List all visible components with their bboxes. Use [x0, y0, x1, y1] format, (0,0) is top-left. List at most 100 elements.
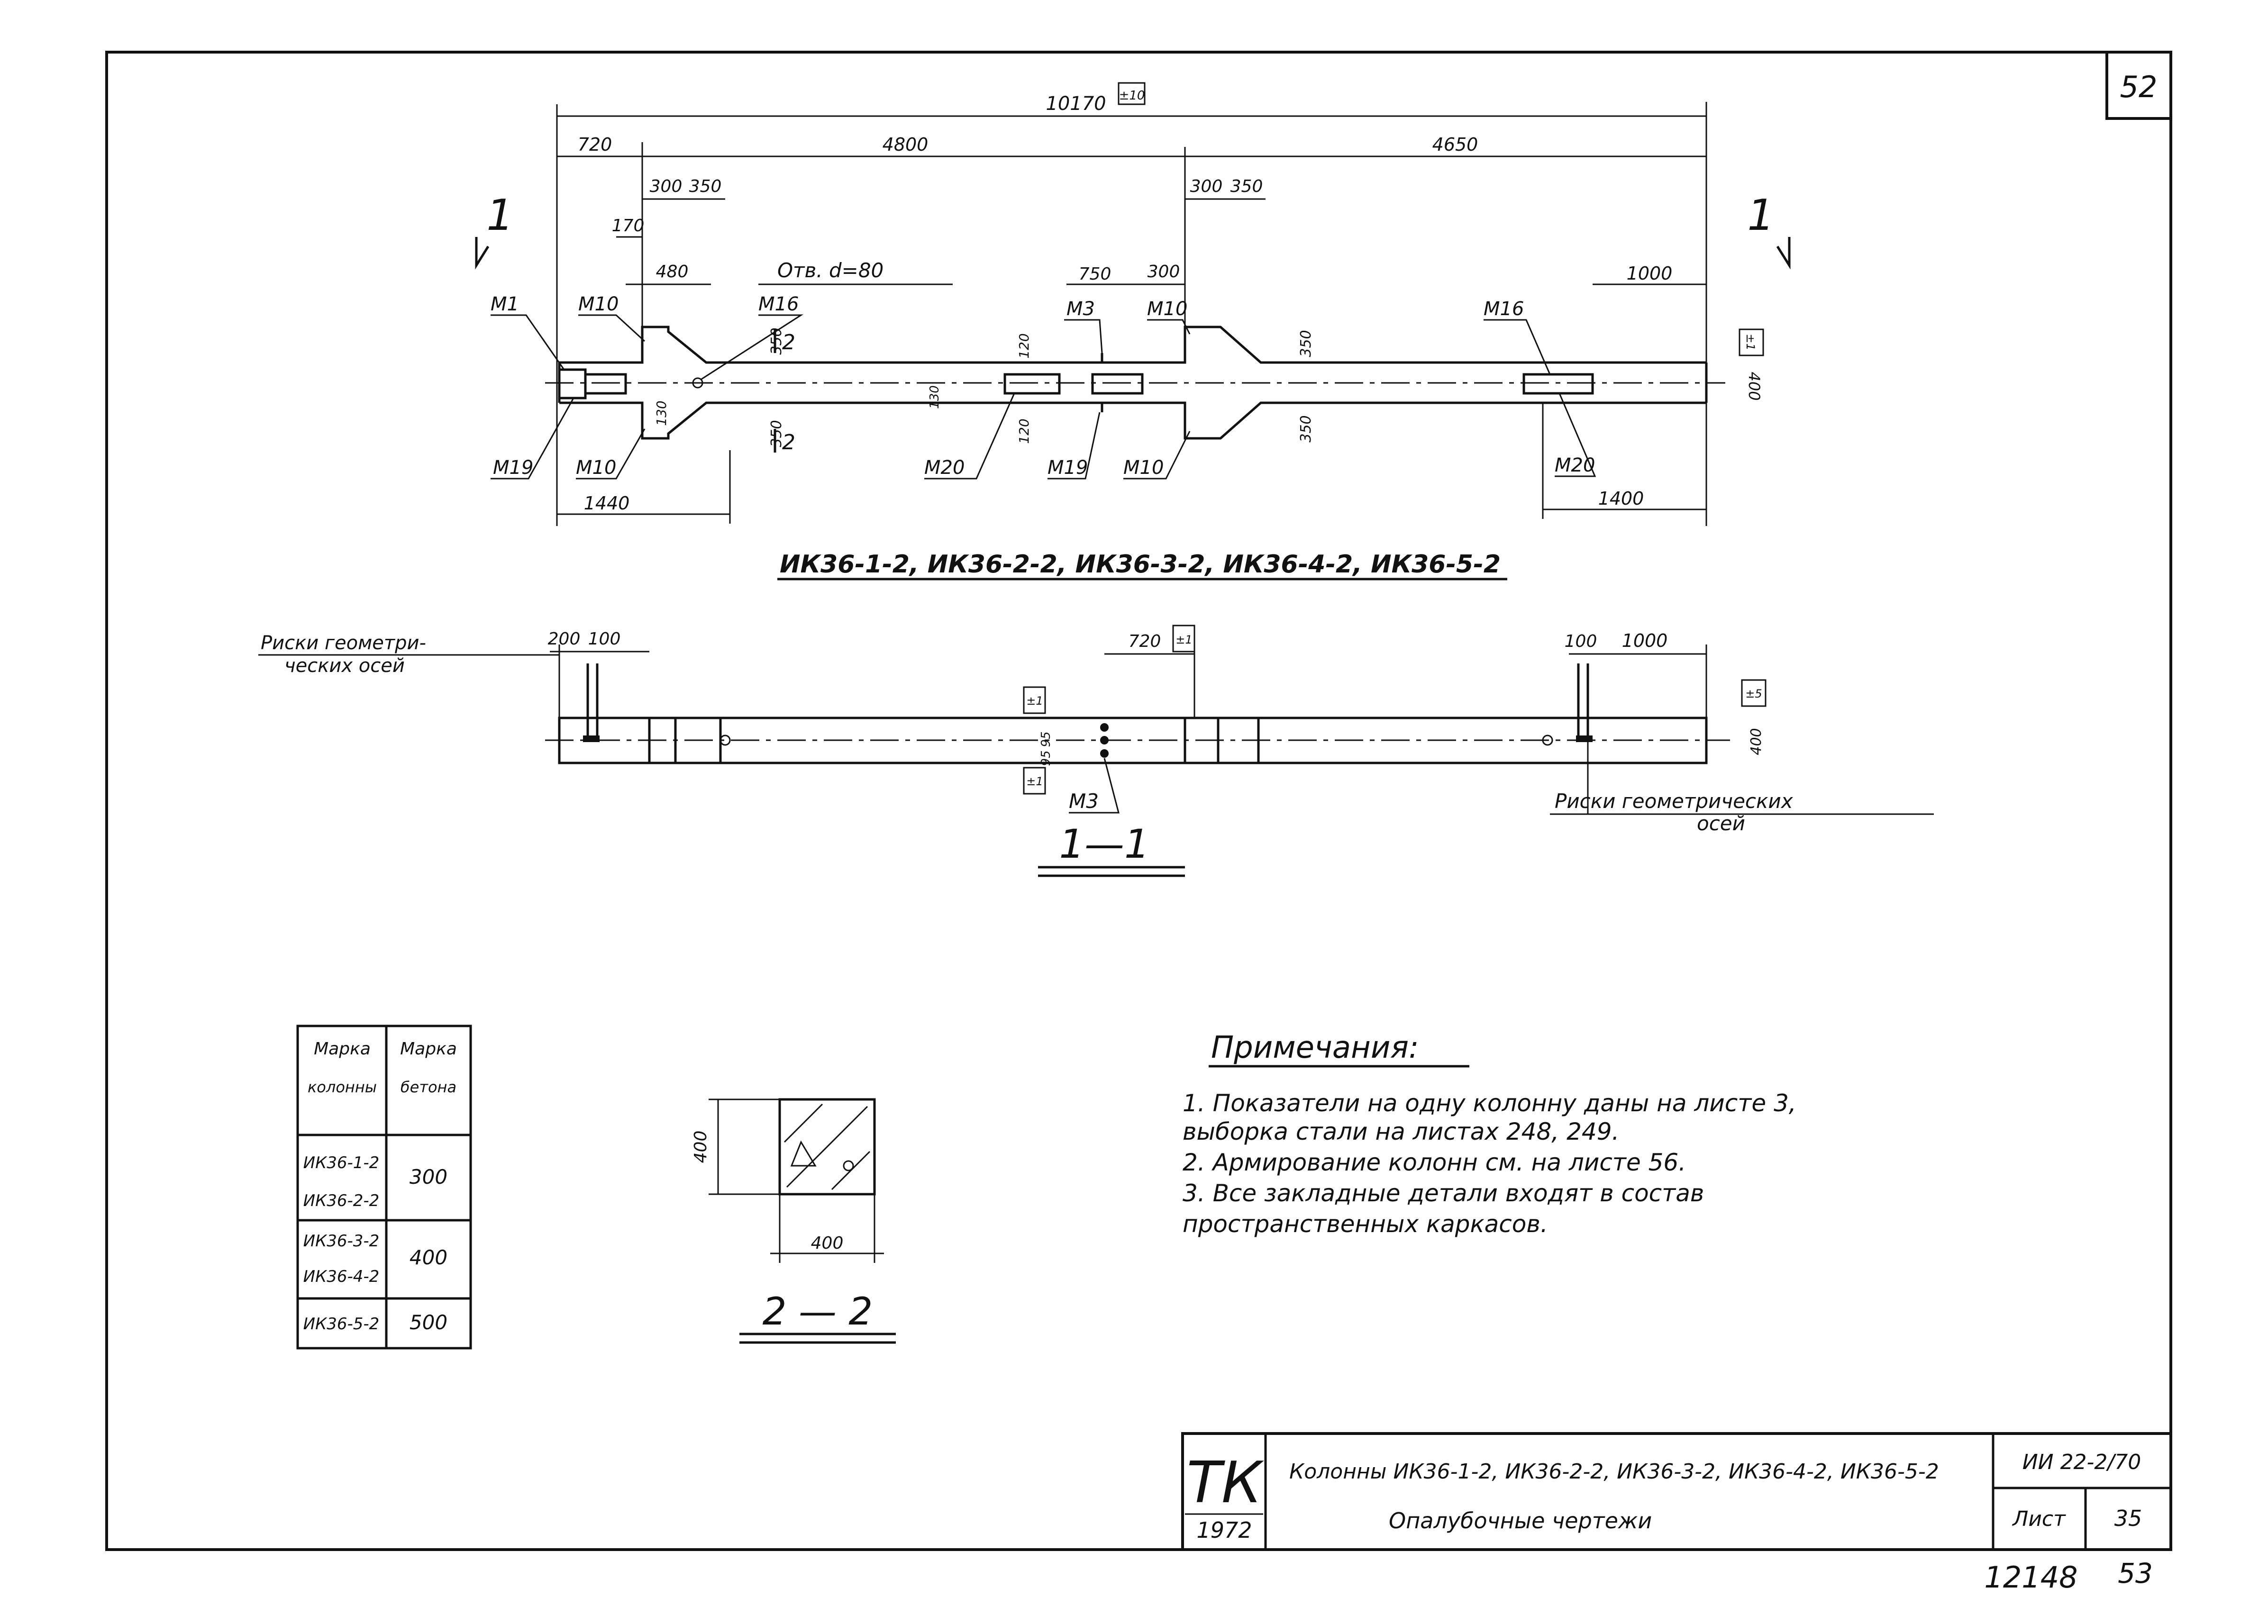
axis-marks-right-1: Риски геометрических — [1555, 789, 1794, 813]
label-m19-bottom: М19 — [1047, 457, 1088, 479]
leader-m20-left — [924, 393, 1015, 480]
dim-350-1: 350 — [768, 327, 785, 354]
dim-95-b: 95 — [1039, 750, 1053, 766]
footer-page-number: 53 — [2118, 1557, 2153, 1589]
title-block-title: Колонны ИК36-1-2, ИК36-2-2, ИК36-3-2, ИК… — [1289, 1460, 1939, 1484]
dim-350-3: 350 — [1298, 330, 1314, 357]
note-3b: пространственных каркасов. — [1183, 1210, 1548, 1238]
row3-col-a: ИК36-5-2 — [303, 1315, 380, 1334]
overall-length: 10170 — [1046, 93, 1106, 115]
section-1-1-caption: 1—1 — [1059, 821, 1150, 867]
note-1: 1. Показатели на одну колонну даны на ли… — [1183, 1089, 1796, 1117]
sec-hole-left — [720, 735, 731, 746]
note-2: 2. Армирование колонн см. на листе 56. — [1183, 1149, 1686, 1176]
sec-dot-1 — [1100, 723, 1109, 732]
dim-400-elev: 400 — [1745, 372, 1763, 400]
label-m10-bl: М10 — [576, 457, 616, 479]
th-col1-line1: Марка — [314, 1039, 371, 1059]
label-m16-right: М16 — [1484, 298, 1524, 320]
dim-1000-sec: 1000 — [1622, 630, 1668, 651]
dim-130-left: 130 — [654, 400, 669, 426]
axis-marks-left-1: Риски геометри- — [261, 632, 426, 654]
dim-750: 750 — [1079, 264, 1111, 284]
section-arrow-left — [475, 237, 490, 270]
section-2-2-square — [778, 1098, 876, 1196]
label-m3-sec: М3 — [1069, 789, 1099, 813]
axis-mark-right-plate — [1576, 735, 1593, 742]
dim-350-left: 350 — [689, 177, 722, 196]
leader-m10-tl — [578, 314, 646, 342]
dim-300-right: 300 — [1190, 177, 1223, 196]
embedded-m20-left — [1003, 373, 1061, 395]
dim-100-right: 100 — [1565, 632, 1597, 651]
dim-400-sec: 400 — [1748, 728, 1765, 755]
row1-col-b: ИК36-2-2 — [303, 1191, 380, 1210]
label-m20-right: М20 — [1555, 454, 1595, 476]
hatch-triangle — [790, 1140, 817, 1167]
section-mark-right: 1 — [1747, 191, 1774, 240]
section-2-2: 400 400 2 — 2 — [691, 1098, 896, 1344]
leader-m1 — [491, 314, 565, 370]
dim-300-left: 300 — [650, 177, 683, 196]
leader-m16-right — [1484, 319, 1551, 375]
row2-concrete: 400 — [410, 1246, 447, 1269]
leader-m10-br — [1123, 431, 1191, 480]
tol-right: ±1 — [1744, 334, 1757, 350]
sheet-frame — [105, 51, 2172, 1551]
dim-1400: 1400 — [1598, 488, 1644, 509]
elevation-caption: ИК36-1-2, ИК36-2-2, ИК36-3-2, ИК36-4-2, … — [780, 550, 1501, 579]
dim-350-right: 350 — [1230, 177, 1263, 196]
axis-marks-right-2: осей — [1697, 812, 1745, 835]
hatch-2 — [783, 1103, 823, 1143]
dim-720: 720 — [578, 134, 612, 155]
row1-concrete: 300 — [410, 1165, 447, 1189]
section-1-1: Риски геометри- ческих осей 200 100 720 … — [258, 625, 1934, 877]
dim-720-sec: 720 — [1129, 632, 1161, 651]
embedded-m20-right — [1522, 373, 1594, 395]
note-1b: выборка стали на листах 248, 249. — [1183, 1118, 1619, 1145]
hatch-1 — [786, 1106, 868, 1188]
section-2-2-width: 400 — [811, 1234, 844, 1253]
title-block-series: ИИ 22-2/70 — [2022, 1450, 2141, 1474]
dim-1440: 1440 — [584, 493, 630, 514]
hatch-circle — [843, 1160, 854, 1171]
tol5: ±5 — [1745, 687, 1762, 700]
section-2-2-caption: 2 — 2 — [763, 1289, 873, 1334]
embedded-m19 — [584, 373, 627, 395]
note-3: 3. Все закладные детали входят в состав — [1183, 1179, 1704, 1207]
label-m1: М1 — [491, 293, 519, 315]
row1-col-a: ИК36-1-2 — [303, 1153, 380, 1172]
label-m10-tr: М10 — [1147, 298, 1187, 320]
dim-200: 200 — [548, 629, 581, 649]
title-block-logo: ТК — [1187, 1450, 1264, 1516]
sheet-number-box — [2105, 51, 2172, 120]
section-2-2-height: 400 — [691, 1131, 710, 1163]
dim-130-mid: 130 — [928, 385, 942, 409]
tolerance-box — [1118, 82, 1146, 105]
label-m10-tl: М10 — [578, 293, 619, 315]
title-block-subtitle: Опалубочные чертежи — [1389, 1508, 1652, 1533]
archive-number: 12148 — [1984, 1560, 2077, 1595]
hole-d80 — [692, 377, 703, 389]
th-col2-line2: бетона — [401, 1078, 456, 1096]
table-outline — [296, 1025, 472, 1350]
notes-title: Примечания: — [1211, 1030, 1419, 1065]
concrete-grade-table: Марка колонны Марка бетона ИК36-1-2 ИК36… — [296, 1025, 472, 1350]
leader-m16-left — [701, 314, 804, 380]
dim-4650: 4650 — [1432, 134, 1478, 155]
tolerance-box-right — [1739, 328, 1764, 356]
section-arrow-right — [1776, 237, 1791, 270]
notes: Примечания: 1. Показатели на одну колонн… — [1183, 1030, 1796, 1238]
tol-top-box — [1023, 686, 1046, 714]
section-2-top: 2 — [782, 330, 795, 354]
tol-bottom-box — [1023, 767, 1046, 795]
leader-m20-right — [1555, 393, 1596, 477]
title-block-sheet-label: Лист — [2012, 1507, 2066, 1531]
axis-marks-left-2: ческих осей — [284, 655, 405, 677]
overall-length-tolerance: ±10 — [1119, 89, 1145, 103]
section-mark-left: 1 — [486, 191, 513, 240]
label-m3: М3 — [1066, 298, 1095, 320]
axis-mark-left-plate — [583, 735, 600, 742]
row2-col-b: ИК36-4-2 — [303, 1267, 380, 1286]
